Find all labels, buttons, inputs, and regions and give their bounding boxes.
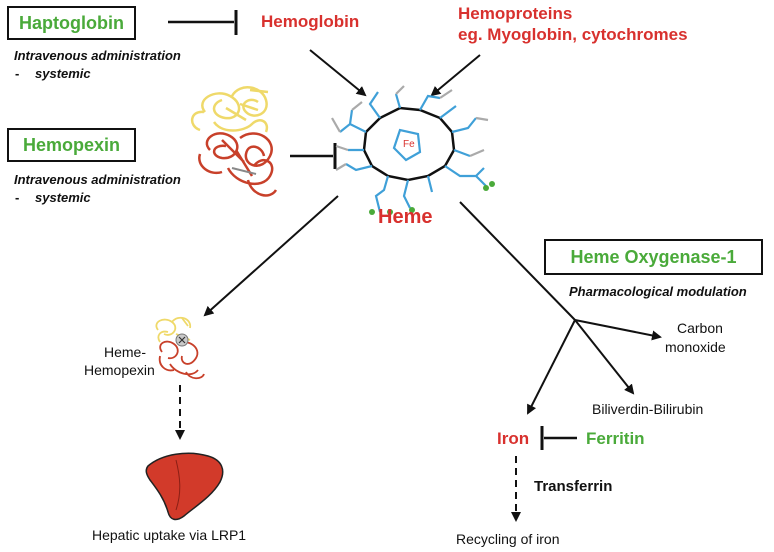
hemopexin-route-line1: Intravenous administration	[14, 172, 181, 187]
transferrin-label: Transferrin	[534, 478, 613, 495]
hemoproteins-label: Hemoproteins	[458, 4, 573, 23]
ho1-label: Heme Oxygenase-1	[570, 246, 737, 267]
hemopexin-route-line2: systemic	[35, 190, 91, 205]
hemopexin-route-dash: -	[15, 190, 20, 205]
arrow-heme-to-ho1-branch	[459, 201, 576, 321]
biliverdin-bilirubin-label: Biliverdin-Bilirubin	[592, 401, 704, 417]
haptoglobin-route-dash: -	[15, 66, 20, 81]
ho1-box: Heme Oxygenase-1	[544, 239, 763, 275]
fe-label: Fe	[403, 139, 415, 150]
carbon-monoxide-line1: Carbon	[677, 320, 723, 336]
heme-hemopexin-label-line1: Heme-	[104, 344, 147, 360]
haptoglobin-box: Haptoglobin	[7, 6, 136, 40]
hepatic-uptake-label: Hepatic uptake via LRP1	[92, 527, 247, 543]
recycling-of-iron-label: Recycling of iron	[456, 531, 560, 547]
ho1-route: Pharmacological modulation	[569, 284, 747, 299]
iron-label: Iron	[497, 429, 530, 448]
haptoglobin-label: Haptoglobin	[19, 12, 124, 33]
carbon-monoxide-line2: monoxide	[665, 339, 726, 355]
arrow-hemoglobin-to-heme	[309, 49, 367, 97]
hemoproteins-examples: eg. Myoglobin, cytochromes	[458, 25, 688, 44]
arrow-branch-to-biliverdin	[574, 319, 635, 395]
heme-porphyrin-icon	[331, 85, 495, 215]
ferritin-inhibits-iron	[540, 426, 577, 450]
hemopexin-box: Hemopexin	[7, 128, 136, 162]
hemoglobin-label: Hemoglobin	[261, 12, 360, 31]
heme-hemopexin-label-line2: Hemopexin	[84, 362, 155, 378]
heme-hemopexin-complex-icon	[155, 316, 205, 380]
arrow-heme-to-heme-hemopexin	[203, 195, 339, 317]
haptoglobin-route-line1: Intravenous administration	[14, 48, 181, 63]
hemopexin-label: Hemopexin	[22, 134, 121, 155]
ferritin-label: Ferritin	[586, 429, 645, 448]
haptoglobin-inhibits-hemoglobin	[168, 10, 238, 35]
heme-label: Heme	[378, 206, 433, 228]
arrow-branch-to-iron	[527, 319, 576, 415]
arrow-hemoproteins-to-heme	[430, 54, 481, 97]
haptoglobin-route-line2: systemic	[35, 66, 91, 81]
arrow-branch-to-carbon-monoxide	[574, 319, 662, 341]
hemopexin-inhibits-heme	[290, 143, 337, 169]
hemopexin-protein-icon	[191, 86, 278, 197]
liver-icon	[145, 452, 224, 521]
